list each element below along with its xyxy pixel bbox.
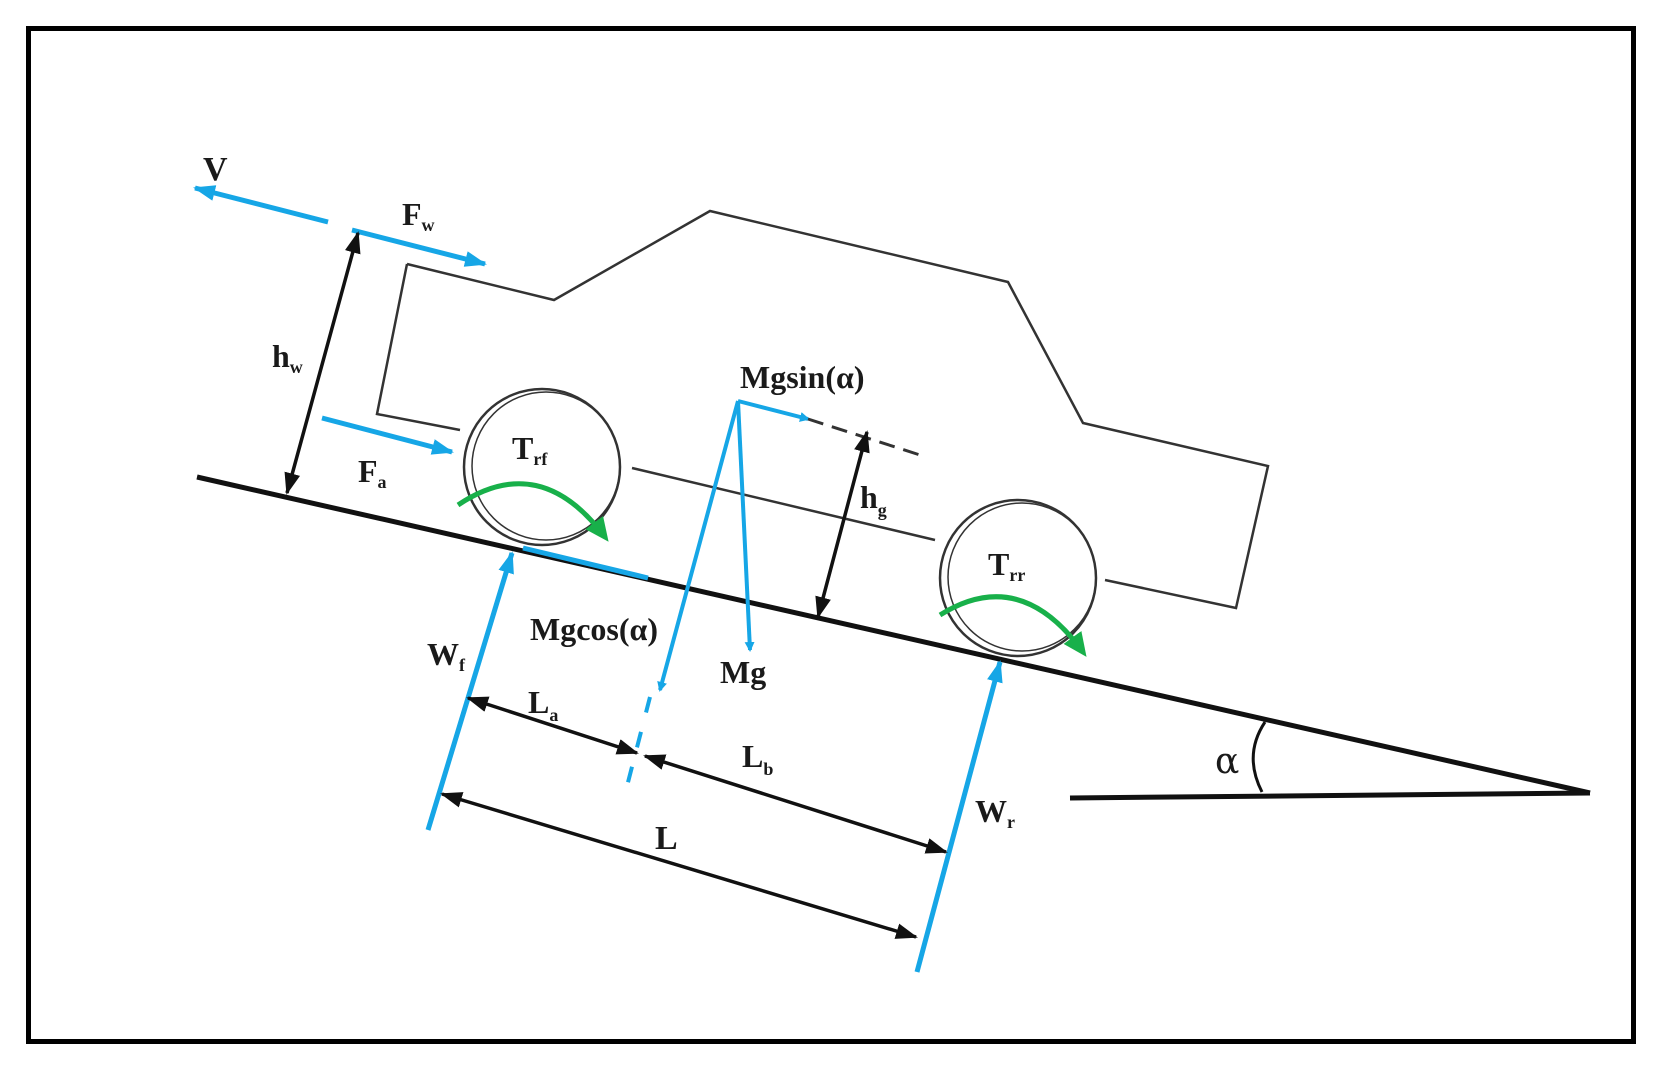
car-body-front-bottom bbox=[375, 263, 461, 432]
rear-normal-label: Wr bbox=[975, 793, 1015, 832]
aero-force-arrow bbox=[321, 415, 454, 455]
gravity-normal-label: Mgcos(α) bbox=[530, 611, 658, 647]
gravity-parallel-arrow bbox=[737, 399, 810, 422]
incline-ground-line bbox=[196, 474, 1591, 796]
front-axle-distance-dimension bbox=[466, 696, 639, 755]
front-normal-label: Wf bbox=[427, 636, 466, 675]
wheelbase-dimension bbox=[440, 792, 918, 939]
aero-force-label: Fa bbox=[358, 453, 387, 492]
slope-angle-label: α bbox=[1215, 741, 1239, 782]
rear-axle-distance-label: Lb bbox=[742, 738, 773, 779]
wind-height-dimension bbox=[284, 231, 361, 495]
horizontal-reference-line bbox=[1069, 790, 1591, 801]
front-torque-label: Trf bbox=[512, 430, 548, 469]
gravity-arrow bbox=[736, 400, 755, 652]
front-normal-arrow bbox=[425, 551, 515, 831]
car-body-outline bbox=[406, 209, 1270, 610]
cg-height-dimension bbox=[815, 430, 870, 619]
rear-torque-arrow bbox=[938, 594, 1087, 657]
front-torque-arrow bbox=[456, 481, 609, 542]
cg-perpendicular-dashed bbox=[624, 696, 652, 791]
cg-height-label: hg bbox=[860, 479, 887, 520]
wind-height-label: hw bbox=[272, 338, 303, 377]
front-axle-distance-label: La bbox=[528, 684, 558, 725]
velocity-label: V bbox=[203, 151, 228, 188]
wind-force-arrow bbox=[351, 227, 487, 267]
velocity-arrow bbox=[193, 185, 329, 225]
gravity-label: Mg bbox=[720, 654, 766, 690]
ground-friction-line bbox=[522, 545, 649, 581]
wheelbase-label: L bbox=[655, 820, 678, 857]
rear-wheel-rim bbox=[947, 502, 1097, 652]
slope-angle-arc bbox=[1251, 721, 1267, 793]
front-wheel-rim bbox=[471, 391, 621, 541]
rear-normal-arrow bbox=[914, 660, 1003, 973]
gravity-normal-arrow bbox=[657, 400, 740, 692]
rear-axle-distance-dimension bbox=[643, 754, 948, 854]
gravity-parallel-label: Mgsin(α) bbox=[740, 359, 865, 395]
wind-force-label: Fw bbox=[402, 196, 435, 235]
car-underbody-line bbox=[631, 466, 936, 542]
rear-torque-label: Trr bbox=[988, 546, 1025, 585]
